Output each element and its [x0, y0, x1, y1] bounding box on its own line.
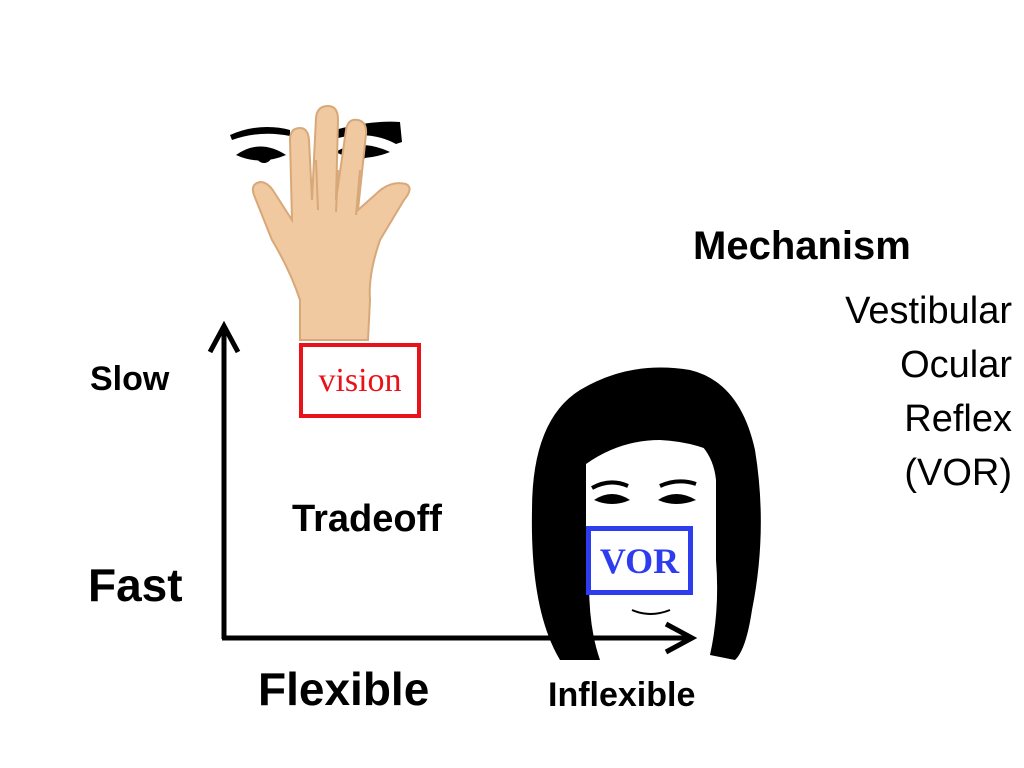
x-axis-left-label: Flexible	[258, 663, 430, 715]
y-axis-arrowhead	[207, 320, 241, 354]
vision-box: vision	[299, 343, 421, 418]
mechanism-description: Vestibular Ocular Reflex (VOR)	[845, 284, 1012, 500]
hand-covering-eyes-icon	[230, 104, 411, 341]
woman-face-icon	[531, 367, 761, 660]
y-axis-bottom-label: Fast	[88, 559, 183, 611]
vor-box: VOR	[586, 526, 693, 595]
y-axis-top-label: Slow	[90, 360, 170, 398]
mechanism-line-4: (VOR)	[904, 452, 1012, 494]
mechanism-line-3: Reflex	[904, 398, 1012, 440]
mechanism-heading: Mechanism	[693, 224, 911, 268]
x-axis-arrowhead	[664, 621, 698, 655]
mechanism-line-1: Vestibular	[845, 290, 1012, 332]
tradeoff-label: Tradeoff	[292, 498, 442, 540]
mechanism-line-2: Ocular	[900, 344, 1012, 386]
tradeoff-axes	[207, 320, 698, 655]
x-axis-right-label: Inflexible	[548, 676, 696, 714]
